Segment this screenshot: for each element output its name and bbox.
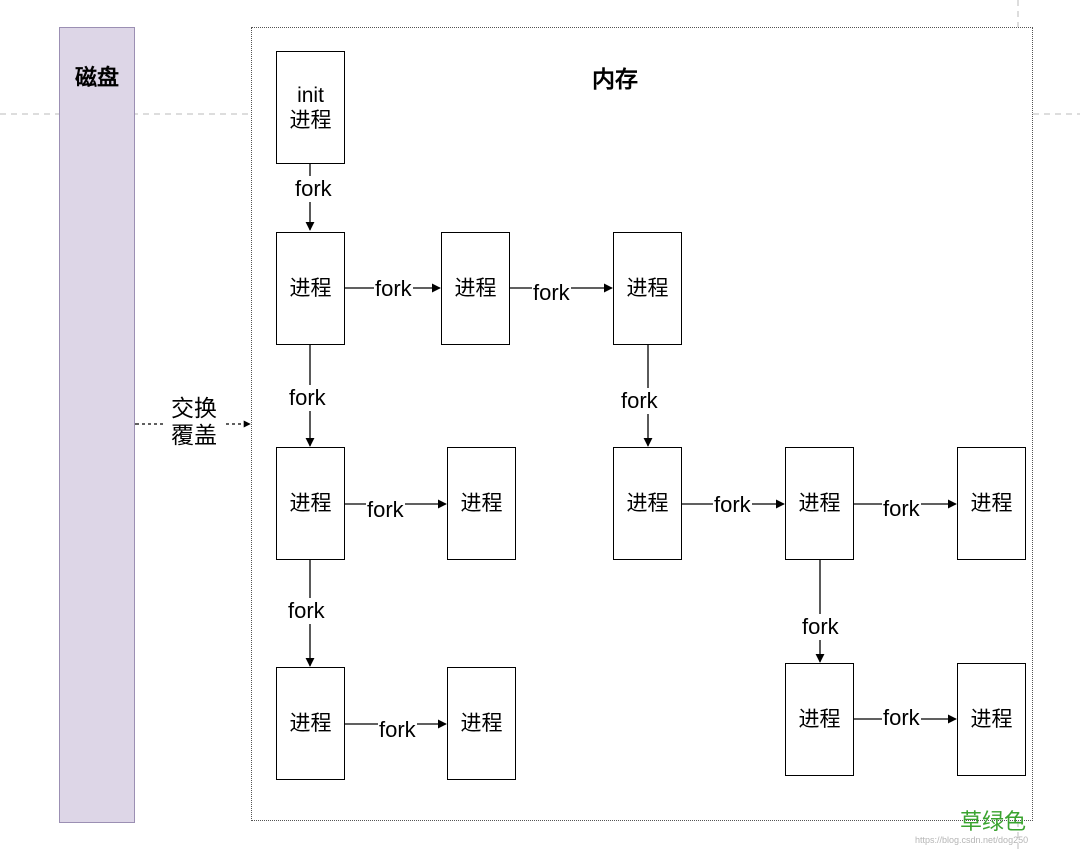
process-box-9: 进程 <box>785 447 854 560</box>
process-box-7: 进程 <box>447 667 516 780</box>
fork-label-p1-p2: fork <box>374 276 413 302</box>
fork-label-p2-p3: fork <box>532 280 571 306</box>
fork-label-init-p1: fork <box>294 176 333 202</box>
disk-panel <box>59 27 135 823</box>
init-process-label: 进程 <box>289 108 332 132</box>
process-box-10: 进程 <box>957 447 1026 560</box>
watermark-text: 草绿色 <box>960 809 1027 834</box>
fork-label-p4-p5: fork <box>366 497 405 523</box>
fork-label-p9-p11: fork <box>801 614 840 640</box>
fork-label-p1-p4: fork <box>288 385 327 411</box>
swap-label-line2: 覆盖 <box>171 422 217 448</box>
watermark-url: https://blog.csdn.net/dog250 <box>915 835 1029 845</box>
process-box-2: 进程 <box>441 232 510 345</box>
process-box-6: 进程 <box>276 667 345 780</box>
fork-label-p9-p10: fork <box>882 496 921 522</box>
fork-label-p4-p6: fork <box>287 598 326 624</box>
process-box-3: 进程 <box>613 232 682 345</box>
process-box-8: 进程 <box>613 447 682 560</box>
swap-label-line1: 交换 <box>171 395 217 421</box>
fork-label-p8-p9: fork <box>713 492 752 518</box>
disk-title: 磁盘 <box>74 65 119 90</box>
process-box-5: 进程 <box>447 447 516 560</box>
process-box-4: 进程 <box>276 447 345 560</box>
process-box-11: 进程 <box>785 663 854 776</box>
fork-label-p6-p7: fork <box>378 717 417 743</box>
memory-frame <box>251 27 1033 821</box>
fork-label-p11-p12: fork <box>882 705 921 731</box>
init-process-name: init <box>297 83 324 107</box>
swap-overlay-label: 交换 覆盖 <box>163 395 225 449</box>
fork-label-p3-p8: fork <box>620 388 659 414</box>
process-box-12: 进程 <box>957 663 1026 776</box>
init-process-box: init 进程 <box>276 51 345 164</box>
memory-title: 内存 <box>592 66 638 92</box>
process-box-1: 进程 <box>276 232 345 345</box>
